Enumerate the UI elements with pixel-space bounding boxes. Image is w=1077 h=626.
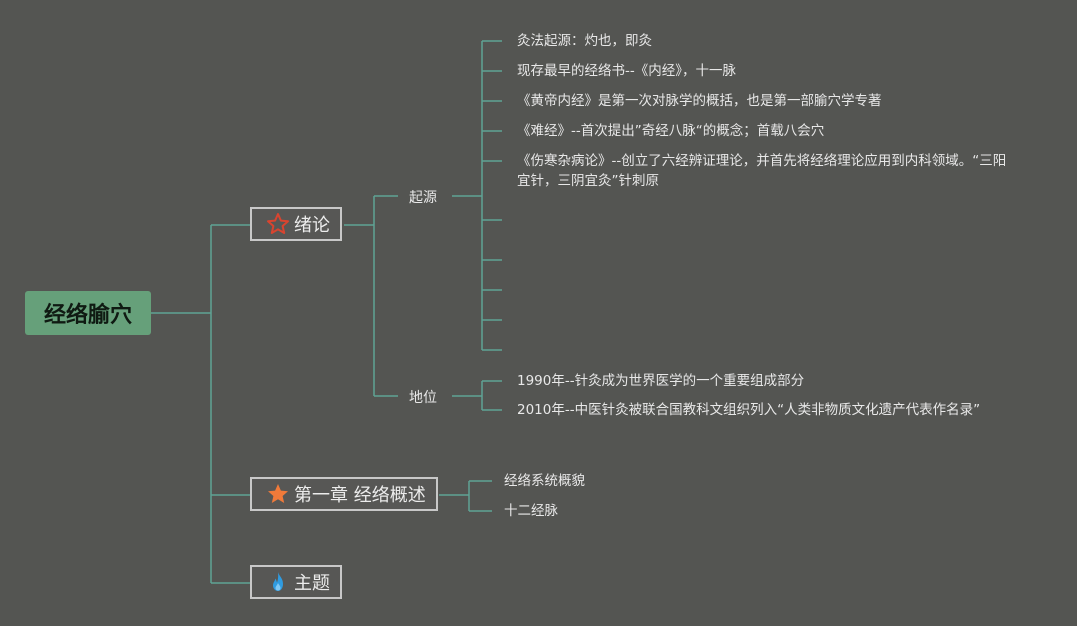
root-node[interactable]: 经络腧穴 [25,291,151,335]
leaf-chapter1-1[interactable]: 经络系统概貌 [504,473,585,489]
leaf-status-2[interactable]: 2010年--中医针灸被联合国教科文组织列入“人类非物质文化遗产代表作名录” [517,402,981,418]
leaf-status-1[interactable]: 1990年--针灸成为世界医学的一个重要组成部分 [517,373,805,389]
topic-chapter1[interactable]: 第一章 经络概述 [250,477,438,511]
topic-theme-label: 主题 [294,573,330,594]
flame-icon [266,570,290,594]
leaf-origin-5[interactable]: 《伤寒杂病论》--创立了六经辨证理论，并首先将经络理论应用到内科领域。“三阳宜针… [517,153,1007,189]
star-icon [266,482,290,506]
subtopic-status[interactable]: 地位 [409,387,437,407]
topic-intro[interactable]: 绪论 [250,207,342,241]
subtopic-origin[interactable]: 起源 [409,187,437,207]
leaf-origin-4[interactable]: 《难经》--首次提出”奇经八脉“的概念；首载八会穴 [517,123,825,139]
leaf-origin-3[interactable]: 《黄帝内经》是第一次对脉学的概括，也是第一部腧穴学专著 [517,93,882,109]
leaf-chapter1-2[interactable]: 十二经脉 [504,503,558,519]
topic-theme[interactable]: 主题 [250,565,342,599]
leaf-origin-1[interactable]: 灸法起源：灼也，即灸 [517,33,652,49]
root-label: 经络腧穴 [43,303,132,328]
subtopic-origin-label: 起源 [409,190,437,206]
subtopic-status-label: 地位 [409,390,437,406]
leaf-origin-2[interactable]: 现存最早的经络书--《内经》，十一脉 [517,63,736,79]
star-outline-icon [266,212,290,236]
topic-chapter1-label: 第一章 经络概述 [294,485,426,506]
topic-intro-label: 绪论 [294,215,330,236]
